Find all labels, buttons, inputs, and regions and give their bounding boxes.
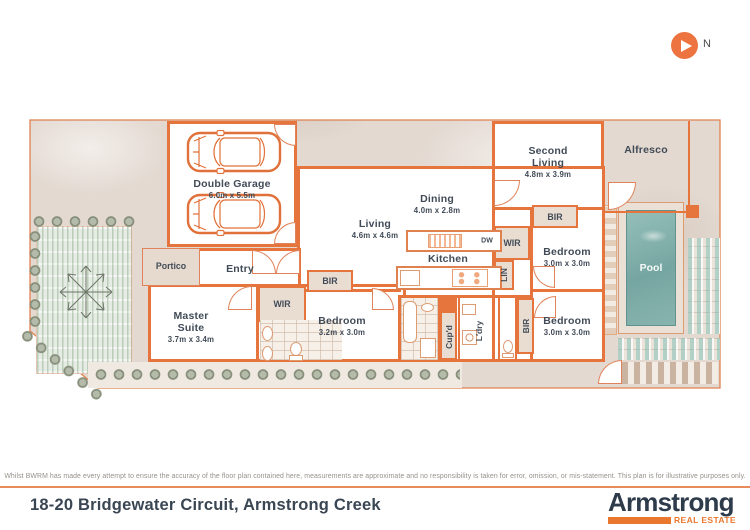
bathtub — [403, 301, 417, 343]
north-arrow-icon — [671, 32, 698, 59]
shrub-row-bottom — [92, 366, 460, 384]
bir-label: BIR — [547, 212, 563, 222]
wall — [530, 289, 605, 292]
bathroom-basin — [421, 303, 434, 312]
kitchen-label: Kitchen — [428, 252, 468, 265]
alfresco-fence-bottom — [604, 211, 690, 213]
closet-bir-bedroom-c — [307, 270, 353, 292]
wall — [438, 295, 440, 362]
shrub-column-left — [26, 228, 44, 332]
agency-logo: Armstrong REAL ESTATE — [608, 489, 736, 525]
closet-wir-master — [258, 286, 306, 322]
linen-label: LIN — [499, 268, 509, 282]
dishwasher-label: DW — [481, 237, 493, 245]
kitchen-cooktop — [452, 269, 488, 287]
car-icon — [186, 192, 282, 236]
ensuite-tiles — [260, 320, 342, 360]
deck-bottom — [618, 338, 720, 360]
ensuite-toilet — [290, 342, 302, 356]
disclaimer-text: Whilst BWRM has made every attempt to en… — [4, 473, 746, 480]
shrub-row-top — [30, 213, 136, 231]
wall — [530, 210, 533, 360]
closet-bir-bedroom-b — [517, 298, 534, 354]
living-label: Living 4.6m x 4.6m — [351, 217, 399, 241]
bedroom-c-label: Bedroom 3.2m x 3.0m — [318, 314, 366, 338]
wir-label: WIR — [273, 299, 291, 309]
wc-toilet — [503, 340, 513, 353]
north-label: N — [703, 38, 711, 50]
closet-cupboard — [440, 311, 457, 360]
wall — [458, 295, 460, 362]
bedroom-a-label: Bedroom 3.0m x 3.0m — [543, 245, 591, 269]
cupboard-block — [440, 298, 457, 311]
laundry-label: L'dry — [474, 320, 484, 342]
dining-label: Dining 4.0m x 2.8m — [413, 192, 461, 216]
wall — [515, 295, 517, 362]
ensuite-toilet-tank — [289, 355, 303, 361]
wall — [398, 295, 530, 298]
pool — [626, 210, 676, 326]
alfresco-fence-right — [688, 121, 690, 213]
property-address: 18-20 Bridgewater Circuit, Armstrong Cre… — [30, 496, 381, 514]
laundry-washer — [462, 330, 477, 345]
bir-label: BIR — [521, 318, 531, 334]
tree-icon — [59, 265, 113, 319]
room-portico — [142, 248, 200, 286]
ensuite-basin — [262, 326, 273, 341]
kitchen-pantry — [400, 270, 420, 286]
bedroom-b-label: Bedroom 3.0m x 3.0m — [543, 314, 591, 338]
closet-bir-second-living — [532, 205, 578, 228]
portico-label: Portico — [155, 261, 187, 271]
entry-label: Entry — [226, 262, 254, 275]
kitchen-sink — [428, 234, 462, 248]
shower — [420, 338, 436, 358]
pool-label: Pool — [639, 262, 663, 274]
garage-label: Double Garage 6.0m x 5.5m — [193, 177, 271, 201]
cupboard-label: Cup'd — [444, 325, 454, 349]
alfresco-label: Alfresco — [624, 143, 668, 156]
logo-bar — [608, 516, 671, 524]
logo-brand: Armstrong — [608, 487, 735, 517]
logo-tagline: REAL ESTATE — [673, 515, 736, 525]
alfresco-post — [686, 205, 699, 218]
wir-label: WIR — [503, 238, 521, 248]
master-suite-label: Master Suite 3.7m x 3.4m — [167, 309, 215, 345]
wall — [498, 295, 500, 362]
ensuite-basin — [262, 346, 273, 361]
footer-divider — [0, 486, 750, 488]
bir-label: BIR — [322, 276, 338, 286]
wall — [492, 166, 495, 362]
laundry-sink — [462, 304, 476, 315]
second-living-label: Second Living 4.8m x 3.9m — [524, 144, 572, 180]
north-arrow-triangle — [680, 39, 692, 52]
deck-sleepers — [622, 362, 718, 384]
car-icon — [186, 130, 282, 174]
wc-toilet-tank — [502, 353, 514, 358]
wall — [398, 295, 401, 362]
deck-right — [688, 238, 720, 334]
